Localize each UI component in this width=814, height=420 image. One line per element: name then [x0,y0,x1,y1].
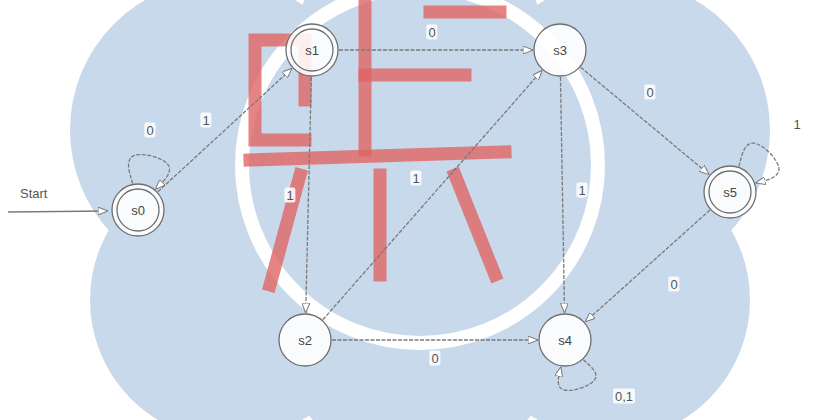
state-name: s0 [131,203,145,218]
state: s3 [533,23,587,77]
accepting-ring [291,29,333,71]
state-name: s1 [305,43,319,58]
transition-arrow [306,77,312,313]
state-outline [539,314,591,366]
transition-label: 0 [426,25,437,40]
state-outline [112,184,164,236]
transition-arrow [323,70,542,319]
cloud-watermark [70,0,770,420]
transition-label: 0 [668,277,679,292]
accepting-state: s0 [111,183,165,237]
state-outline [279,314,331,366]
state-outline [286,24,338,76]
transition-arrow [560,77,564,313]
accepting-state: s5 [703,165,757,219]
transition-label: 0,1 [613,389,635,404]
transition-label: 1 [284,188,295,203]
transition-label: 1 [200,113,211,128]
transition-arrow [332,339,538,340]
transition-arrow [585,210,710,322]
state-name: s5 [723,185,737,200]
cloud-ring [242,0,598,343]
red-watermark-glyph [250,5,505,285]
transition-arrow [339,49,533,50]
transition-label: 0 [144,123,155,138]
state-name: s2 [298,333,312,348]
accepting-ring [709,171,751,213]
transition-label: 1 [576,183,587,198]
state-outline [534,24,586,76]
state-name: s4 [558,333,572,348]
state: s2 [278,313,332,367]
transition-label: 0 [644,85,655,100]
start-label: Start [20,186,47,201]
transition-label: 0 [429,351,440,366]
accepting-state: s1 [285,23,339,77]
state: s4 [538,313,592,367]
accepting-ring [117,189,159,231]
state-name: s3 [553,43,567,58]
transition-arrow [158,68,292,191]
transition-label: 1 [410,171,421,186]
state-outline [704,166,756,218]
transition-label: 1 [791,117,802,132]
start-arrow [8,211,108,212]
transition-arrow [581,67,710,174]
